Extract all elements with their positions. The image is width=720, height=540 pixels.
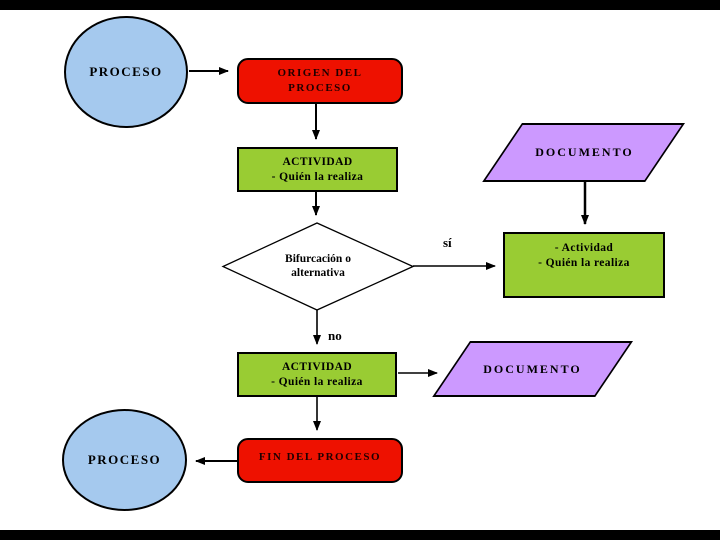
documento2-label: DOCUMENTO [483,361,582,376]
decision-label-line1: Bifurcación o [285,253,351,265]
documento1-label: DOCUMENTO [535,145,634,159]
origen-node: ORIGEN DEL PROCESO [237,58,403,104]
actividad3-node: ACTIVIDAD - Quién la realiza [237,352,397,397]
end-circle-label: PROCESO [87,452,162,467]
end-circle-node: PROCESO [62,409,187,511]
letterbox-top-bar [0,0,720,10]
actividad1-node: ACTIVIDAD - Quién la realiza [237,147,398,192]
letterbox-bottom-bar [0,530,720,540]
origen-label-line2: PROCESO [288,82,352,94]
actividad3-label-line1: ACTIVIDAD [281,360,353,373]
actividad2-node: - Actividad - Quién la realiza [503,232,665,298]
fin-node: FIN DEL PROCESO [237,438,403,483]
decision-node-label: Bifurcación o alternativa [238,240,398,292]
actividad3-label-line2: - Quién la realiza [271,375,363,388]
actividad2-label-line2: - Quién la realiza [538,257,630,269]
decision-label-line2: alternativa [291,267,345,279]
origen-label-line1: ORIGEN DEL [277,67,363,79]
start-circle-node: PROCESO [64,16,188,128]
edge-label-no: no [328,328,342,343]
start-circle-label: PROCESO [89,64,163,79]
actividad1-label-line2: - Quién la realiza [271,170,364,183]
edge-label-si: sí [443,235,452,250]
fin-label: FIN DEL PROCESO [258,451,382,463]
actividad2-label-line1: - Actividad [554,242,614,254]
actividad1-label-line1: ACTIVIDAD [282,155,353,168]
